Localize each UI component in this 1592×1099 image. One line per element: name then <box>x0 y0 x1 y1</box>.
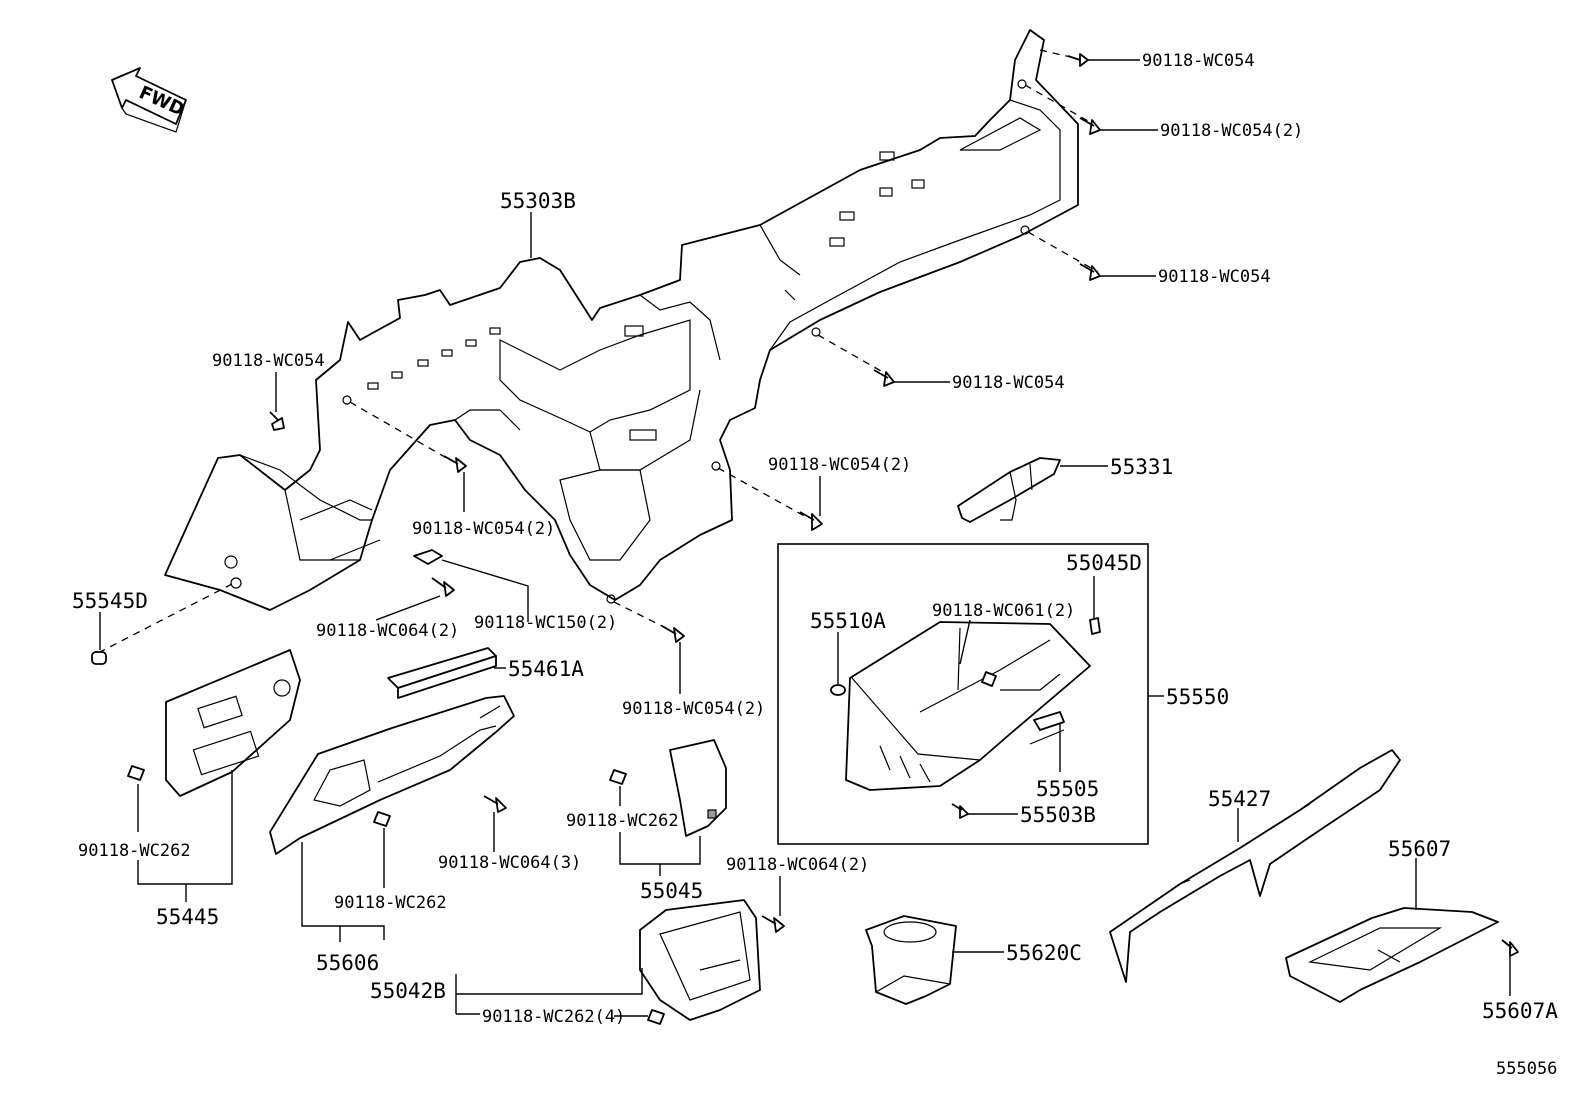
screw-icon <box>873 369 950 387</box>
part-label-55505: 55505 <box>1036 777 1099 801</box>
part-label-55503B: 55503B <box>1020 803 1096 827</box>
fastener-label-wc064-3: 90118-WC064(3) <box>438 853 581 873</box>
figure-number: 555056 <box>1496 1059 1557 1079</box>
fastener-label-wc262-4: 90118-WC262(4) <box>482 1007 625 1027</box>
screw-icon <box>951 803 969 819</box>
fastener-label-tr-1: 90118-WC054 <box>1142 51 1255 71</box>
fastener-label-wc061: 90118-WC061(2) <box>932 601 1075 621</box>
screw-icon <box>269 372 285 431</box>
fastener-label-mid-right: 90118-WC054 <box>952 373 1065 393</box>
instrument-panel-reinforcement <box>164 29 1079 611</box>
part-55331 <box>957 457 1061 523</box>
fastener-label-wc262-c: 90118-WC262 <box>566 811 679 831</box>
fastener-label-wc064-2a: 90118-WC064(2) <box>316 621 459 641</box>
part-label-55620C: 55620C <box>1006 941 1082 965</box>
fastener-label-tr-3: 90118-WC054 <box>1158 267 1271 287</box>
part-label-55427: 55427 <box>1208 787 1271 811</box>
part-label-55045D: 55045D <box>1066 551 1142 575</box>
screw-icon <box>1079 263 1156 281</box>
part-55045 <box>669 739 727 837</box>
clip-55545D <box>91 651 107 665</box>
part-label-55545D: 55545D <box>72 589 148 613</box>
part-label-55606: 55606 <box>316 951 379 975</box>
part-label-55550: 55550 <box>1166 685 1229 709</box>
glove-box-assembly-frame <box>777 543 1149 845</box>
part-label-55045: 55045 <box>640 879 703 903</box>
part-55445 <box>165 649 301 797</box>
part-55505 <box>1029 711 1065 745</box>
fastener-label-right-2: 90118-WC054(2) <box>768 455 911 475</box>
part-55042B <box>639 899 761 1021</box>
screw-icon <box>981 671 997 687</box>
clip-icon <box>647 1009 665 1025</box>
screw-icon <box>661 625 685 694</box>
fastener-label-wc262-b: 90118-WC262 <box>334 893 447 913</box>
fastener-label-wc150: 90118-WC150(2) <box>474 613 617 633</box>
screw-icon <box>443 455 467 512</box>
part-55427 <box>1109 749 1401 983</box>
fastener-label-left: 90118-WC054 <box>212 351 325 371</box>
part-55620C <box>865 915 957 1005</box>
screw-icon <box>1079 117 1158 135</box>
clip-icon <box>127 765 145 781</box>
part-glove-box <box>845 621 1091 791</box>
fastener-label-wc064-2b: 90118-WC064(2) <box>726 855 869 875</box>
part-label-55331: 55331 <box>1110 455 1173 479</box>
fastener-label-center: 90118-WC054(2) <box>412 519 555 539</box>
screw-icon <box>799 476 823 531</box>
clip-icon <box>373 811 391 827</box>
part-label-55042B: 55042B <box>370 979 446 1003</box>
part-55607 <box>1285 907 1499 1003</box>
fastener-label-low-2: 90118-WC054(2) <box>622 699 765 719</box>
part-label-55607: 55607 <box>1388 837 1451 861</box>
bracket-clip <box>413 549 443 565</box>
fastener-label-tr-2: 90118-WC054(2) <box>1160 121 1303 141</box>
part-label-55303B: 55303B <box>500 189 576 213</box>
screw-icon <box>761 915 785 933</box>
part-55606 <box>269 695 515 855</box>
clip-55510A <box>830 684 846 696</box>
part-label-55461A: 55461A <box>508 657 584 681</box>
part-label-55607A: 55607A <box>1482 999 1558 1023</box>
fwd-arrow-icon: FWD <box>111 67 187 133</box>
screw-icon <box>1067 53 1140 67</box>
fastener-label-wc262-a: 90118-WC262 <box>78 841 191 861</box>
clip-icon <box>609 769 627 785</box>
screw-icon <box>483 795 507 813</box>
screw-icon <box>431 577 455 597</box>
part-label-55510A: 55510A <box>810 609 886 633</box>
part-label-55445: 55445 <box>156 905 219 929</box>
clip-55045D <box>1089 617 1101 635</box>
screw-icon <box>1501 939 1519 957</box>
part-55461A <box>387 647 497 699</box>
